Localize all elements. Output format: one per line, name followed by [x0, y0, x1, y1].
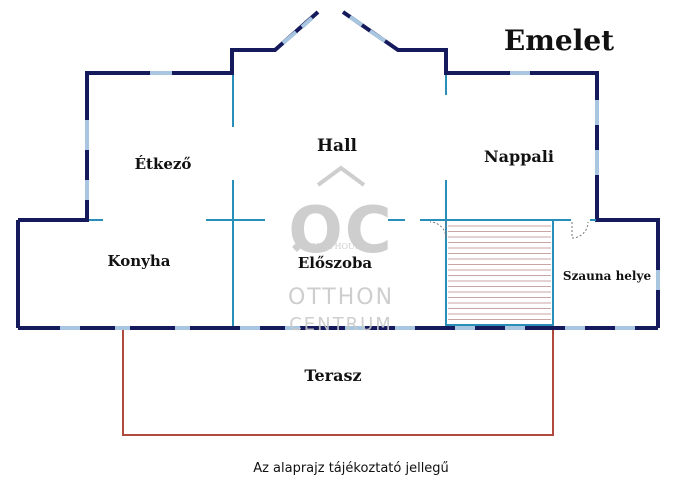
staircase: [445, 219, 554, 326]
watermark-line1: OTTHON: [288, 285, 394, 310]
interior-partitions: [89, 75, 596, 326]
terrace-outline: [122, 325, 554, 436]
watermark-line2: CENTRUM: [289, 314, 393, 335]
watermark-diamond-icon: [292, 242, 302, 252]
plan-caption: Az alaprajz tájékoztató jellegű: [253, 461, 449, 476]
room-label-nappali: Nappali: [484, 147, 554, 166]
room-label-eloszoba: Előszoba: [298, 254, 373, 272]
watermark-roof-icon: [316, 165, 366, 187]
windows: [60, 15, 660, 330]
room-label-konyha: Konyha: [108, 252, 171, 270]
watermark-brand-small: DUNA HOUSE: [306, 242, 366, 251]
room-label-terasz: Terasz: [304, 366, 361, 385]
room-label-hall: Hall: [317, 136, 358, 156]
watermark-logo: OC: [288, 194, 393, 268]
room-label-etkezo: Étkező: [135, 155, 192, 173]
door-swings: [429, 221, 589, 239]
floor-title: Emelet: [504, 24, 614, 57]
watermark: OC DUNA HOUSE OTTHON CENTRUM: [288, 165, 394, 335]
room-label-szauna: Szauna helye: [563, 269, 652, 283]
